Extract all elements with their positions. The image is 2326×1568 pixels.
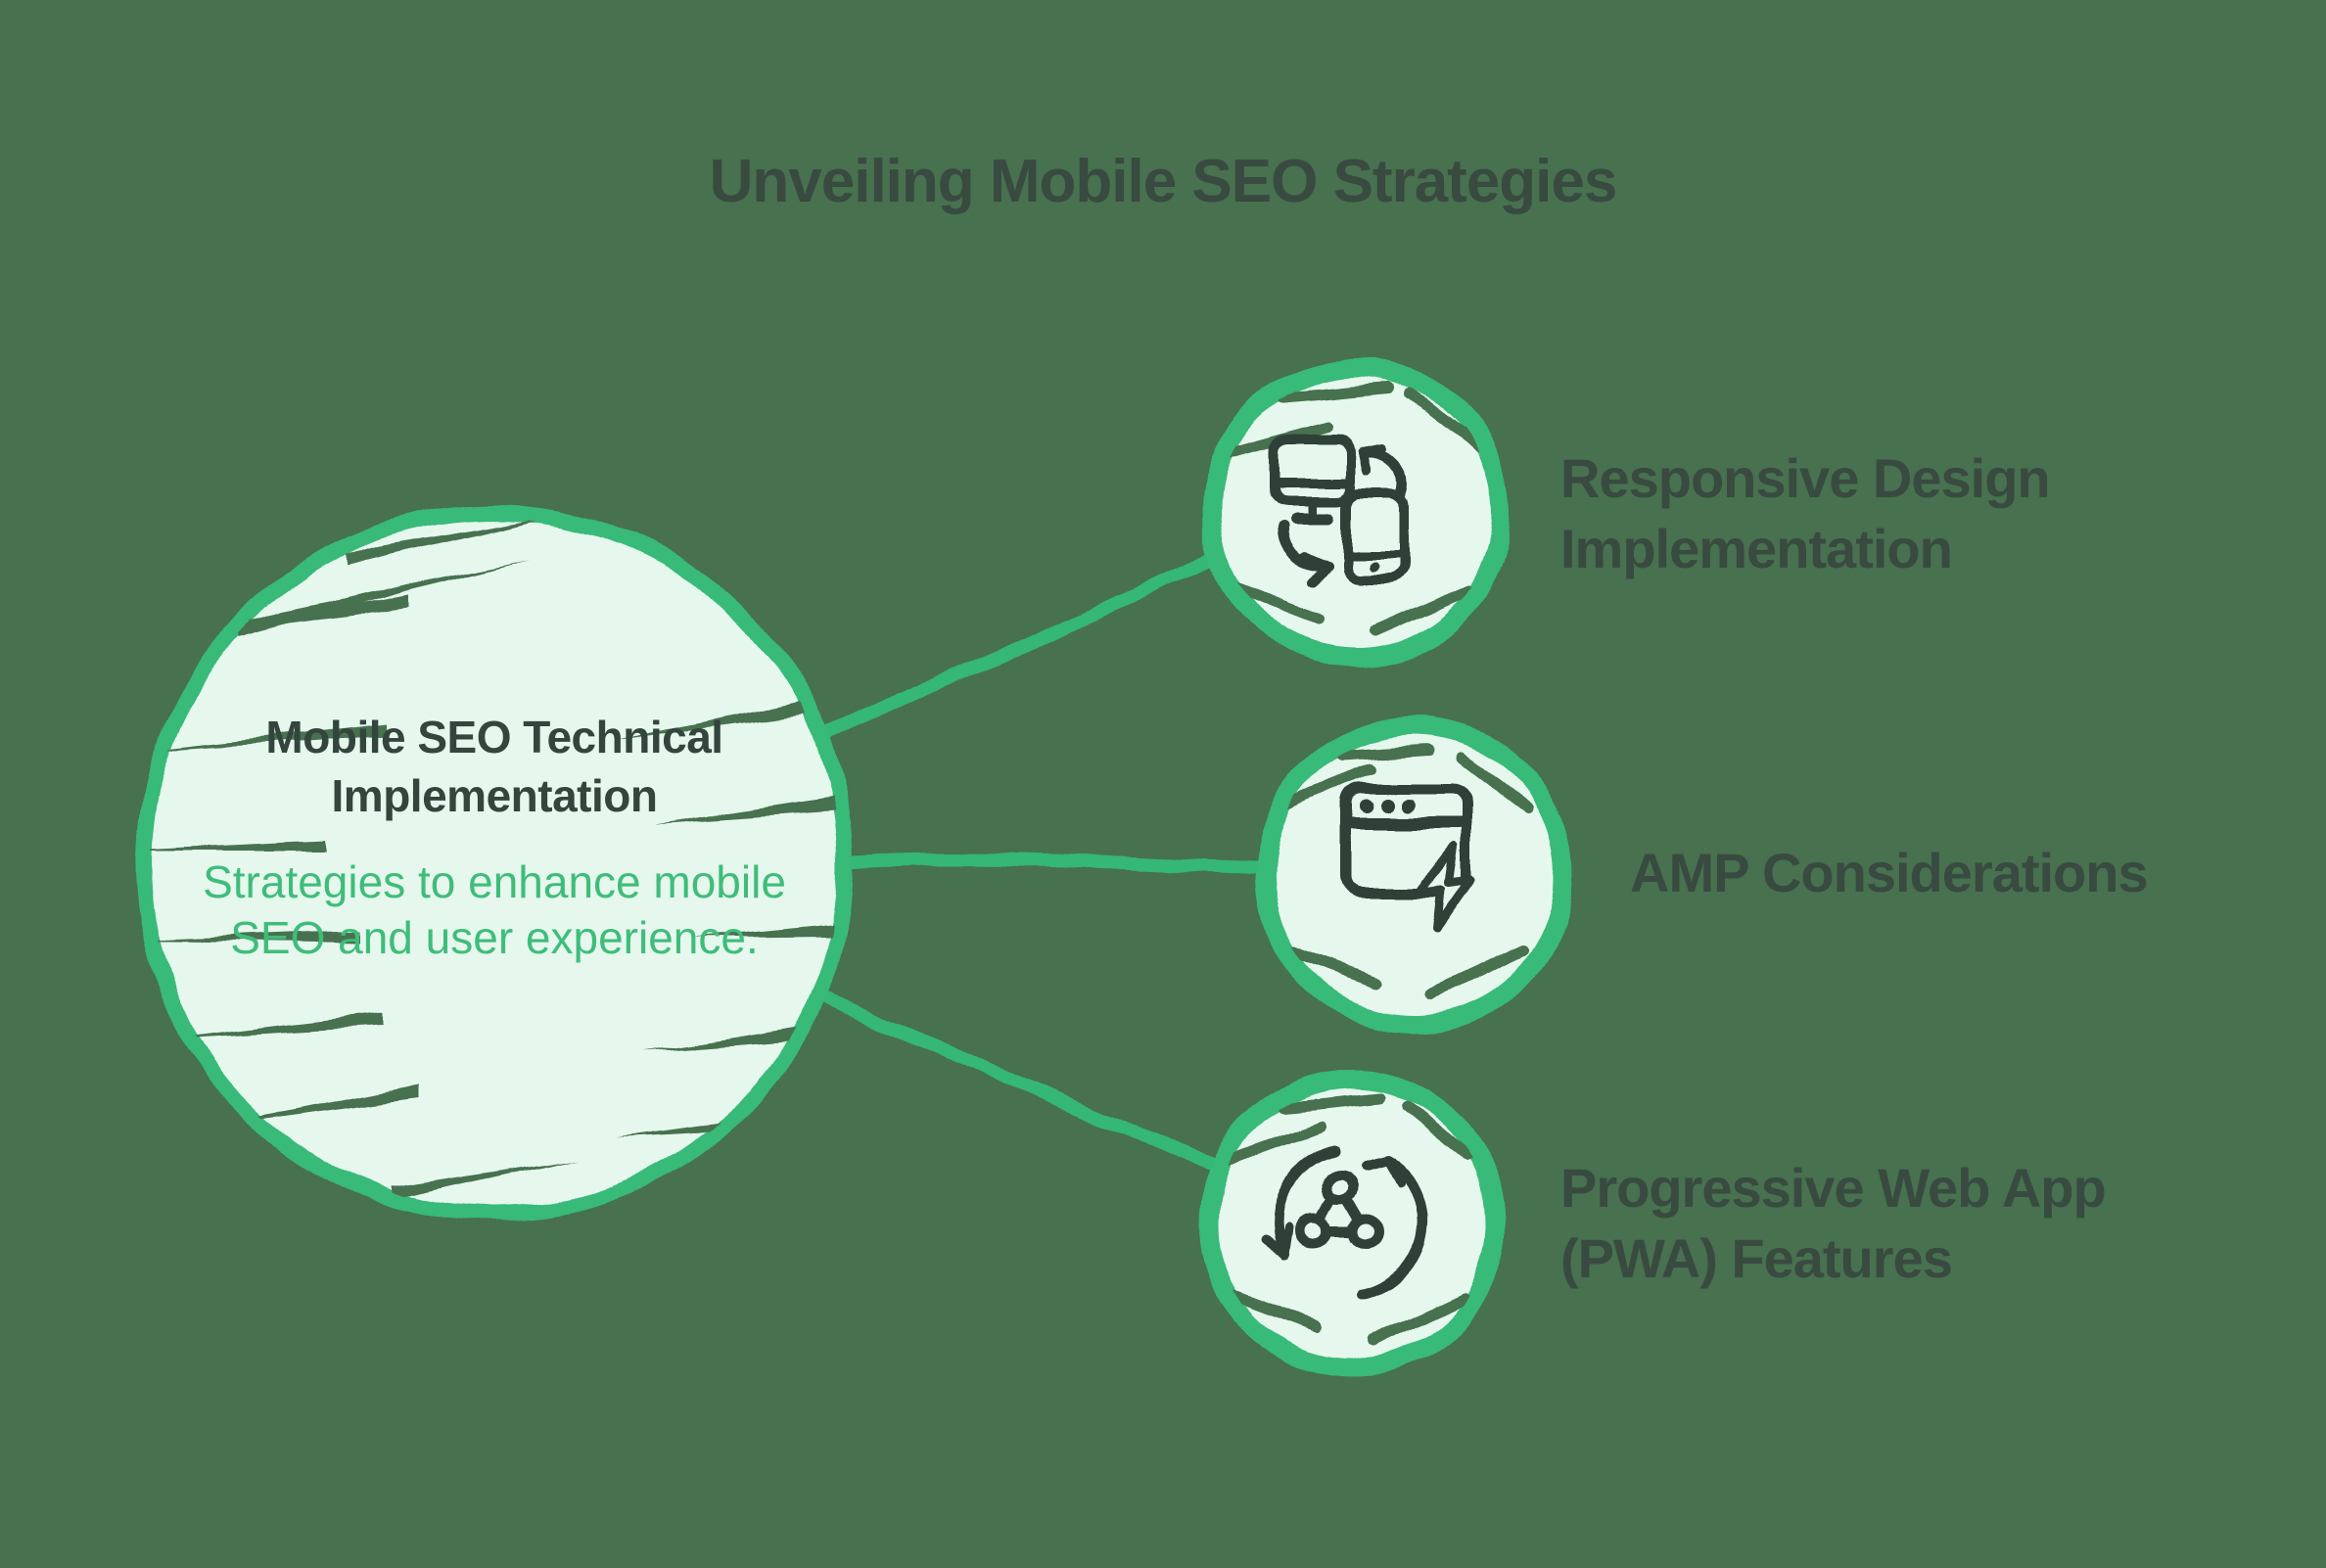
- node-label-pwa: Progressive Web App (PWA) Features: [1560, 1157, 2107, 1289]
- responsive-design-icon: [1268, 435, 1408, 586]
- hub-circle: [136, 505, 853, 1222]
- amp-icon: [1340, 783, 1476, 934]
- connector-pwa: [821, 993, 1226, 1174]
- page-title: Unveiling Mobile SEO Strategies: [709, 148, 1618, 215]
- hub-description: Strategies to enhance mobile SEO and use…: [203, 856, 786, 963]
- node-sketch-streaks: [1284, 744, 1533, 1000]
- pwa-sync-icon: [1260, 1145, 1428, 1300]
- node-circle-responsive: [1201, 358, 1511, 668]
- connector-responsive: [814, 547, 1233, 743]
- hub-title: Mobile SEO Technical Implementation: [265, 712, 723, 821]
- node-label-responsive: Responsive Design Implementation: [1560, 447, 2051, 579]
- connector-amp: [841, 851, 1279, 876]
- node-circle-amp: [1256, 716, 1573, 1034]
- hub-text-block: Mobile SEO Technical Implementation Stra…: [201, 708, 788, 966]
- node-sketch-streaks: [1224, 1092, 1476, 1347]
- node-label-amp: AMP Considerations: [1630, 842, 2149, 903]
- node-circle-pwa: [1199, 1070, 1507, 1377]
